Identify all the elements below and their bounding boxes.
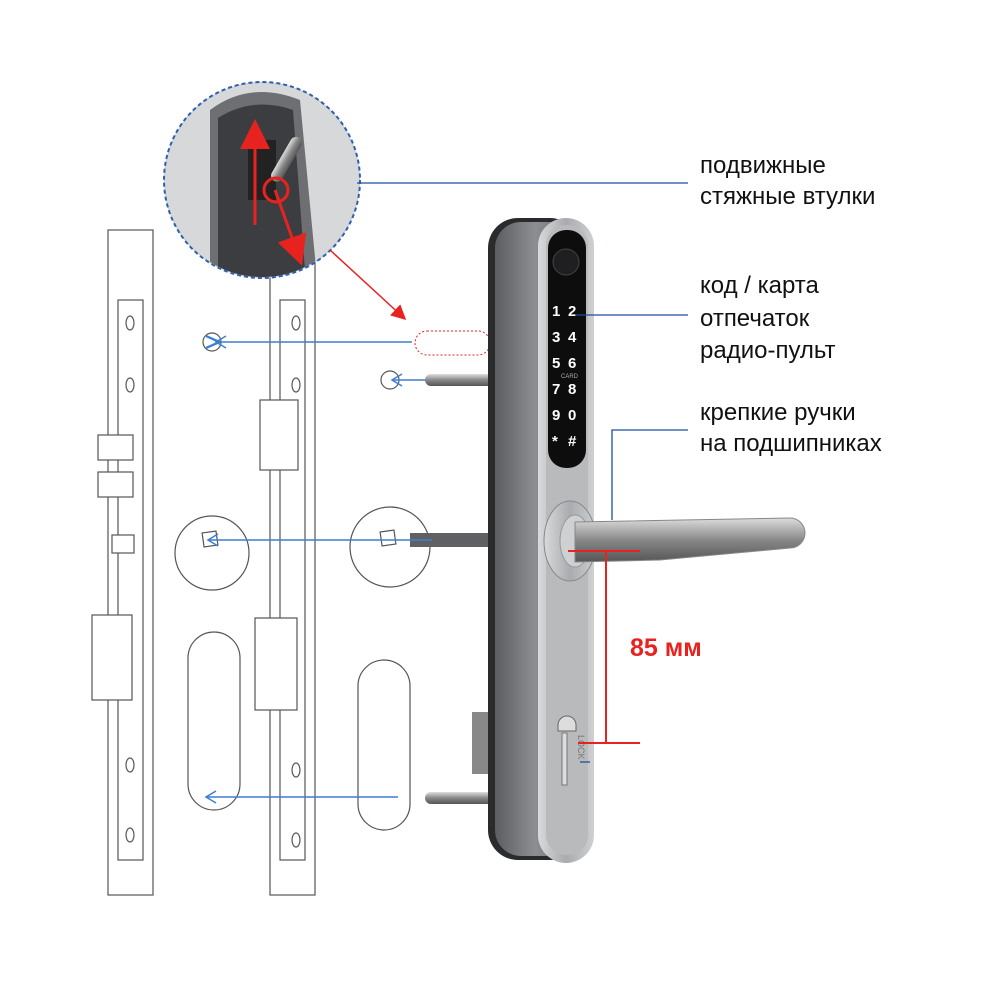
keypad-key[interactable]: 1 <box>552 303 560 320</box>
handles-label-2: на подшипниках <box>700 430 882 457</box>
dimension-label: 85 мм <box>630 634 702 662</box>
fingerprint-sensor-icon[interactable] <box>552 248 580 276</box>
access-label-3: радио-пульт <box>700 337 836 364</box>
key-cylinder: LOCK <box>557 715 586 786</box>
keypad-key[interactable]: * <box>552 433 558 450</box>
keypad-key[interactable]: 9 <box>552 407 560 424</box>
keypad-key[interactable]: 6 <box>568 355 576 372</box>
keypad-key[interactable]: 8 <box>568 381 576 398</box>
keypad-key[interactable]: 4 <box>568 329 577 346</box>
bushings-label-2: стяжные втулки <box>700 183 875 210</box>
keypad-panel <box>548 230 586 468</box>
keypad-key[interactable]: # <box>568 433 577 450</box>
inset-pointer-arrow <box>329 249 407 321</box>
access-label-1: код / карта <box>700 272 820 299</box>
keypad-key[interactable]: 3 <box>552 329 560 346</box>
cylinder-cam <box>472 712 492 774</box>
access-label-2: отпечаток <box>700 305 810 332</box>
assembly-arrows <box>204 336 432 804</box>
leader-lines <box>357 182 688 763</box>
bushing-detail-inset <box>163 81 361 279</box>
keypad-key[interactable]: 7 <box>552 381 560 398</box>
bushings-label-1: подвижные <box>700 152 826 179</box>
keypad-key[interactable]: 2 <box>568 303 576 320</box>
dimension-85mm <box>568 550 640 744</box>
tie-rod-bottom <box>425 792 493 804</box>
tie-rod-top <box>425 374 493 386</box>
keypad-key[interactable]: 5 <box>552 355 560 372</box>
smart-lock-body <box>488 218 594 863</box>
handles-label-1: крепкие ручки <box>700 399 856 426</box>
mortise-lock-drawing <box>91 229 431 896</box>
bushing-hole-outline <box>414 330 491 356</box>
keypad-key[interactable]: 0 <box>568 407 576 424</box>
spindle <box>410 533 490 547</box>
card-mark: CARD <box>561 374 579 380</box>
lock-mark: LOCK <box>576 735 586 760</box>
lever-handle[interactable] <box>543 500 806 582</box>
